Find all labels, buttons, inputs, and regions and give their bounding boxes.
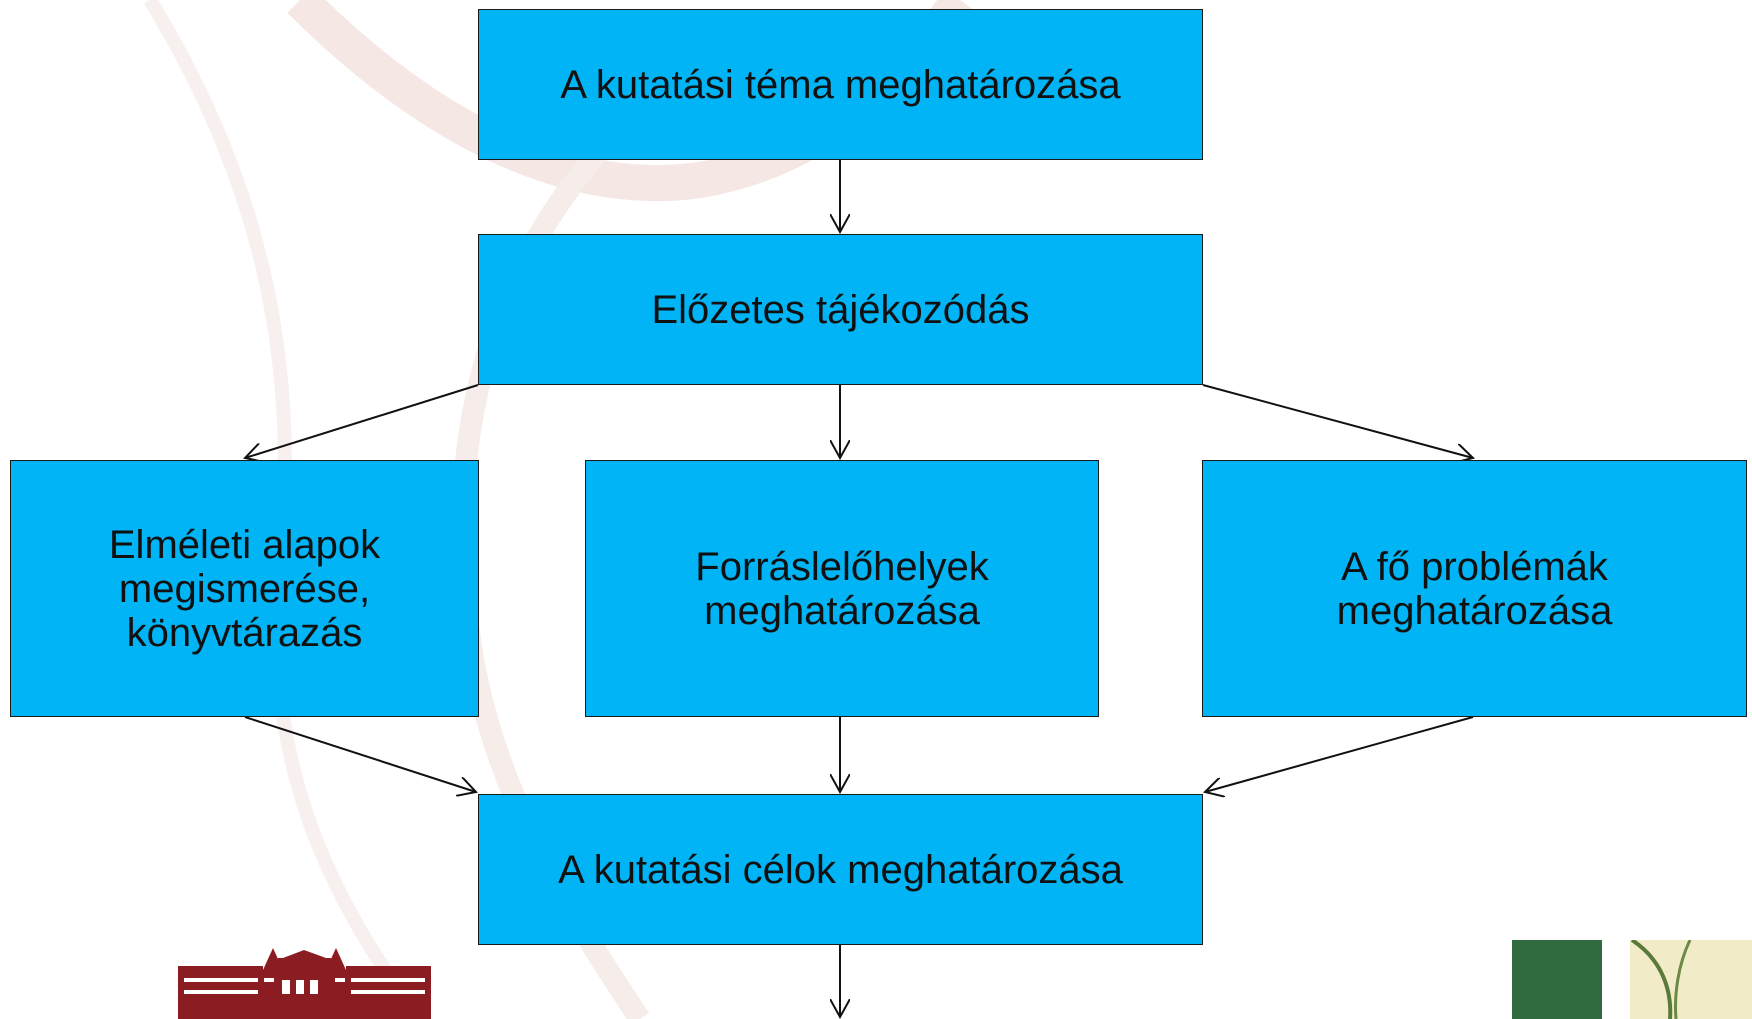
node-main-problems: A fő problémák meghatározása	[1202, 460, 1747, 717]
leaf-stroke-1	[1630, 940, 1673, 1019]
node-source-locations: Forráslelőhelyek meghatározása	[585, 460, 1099, 717]
edge-theory-goals	[244, 716, 476, 792]
node-research-goals: A kutatási célok meghatározása	[478, 794, 1203, 945]
node-research-topic: A kutatási téma meghatározása	[478, 9, 1203, 160]
edge-preliminary-theory	[245, 384, 479, 458]
edge-problems-goals	[1205, 716, 1474, 792]
green-leaf-logo	[1512, 940, 1752, 1019]
university-building-logo	[178, 948, 431, 1019]
building-left-wing-roof	[178, 966, 263, 972]
node-theoretical-foundations: Elméleti alapok megismerése, könyvtárazá…	[10, 460, 479, 717]
building-center-pediment	[283, 950, 326, 958]
leaf-stroke-2	[1674, 940, 1692, 1019]
node-preliminary-orientation: Előzetes tájékozódás	[478, 234, 1203, 385]
building-windows	[184, 978, 425, 994]
building-center-block	[278, 958, 331, 972]
logo-green-square	[1512, 940, 1602, 1019]
building-right-wing-roof	[346, 966, 431, 972]
edge-preliminary-problems	[1202, 384, 1473, 458]
building-base	[178, 970, 431, 1019]
